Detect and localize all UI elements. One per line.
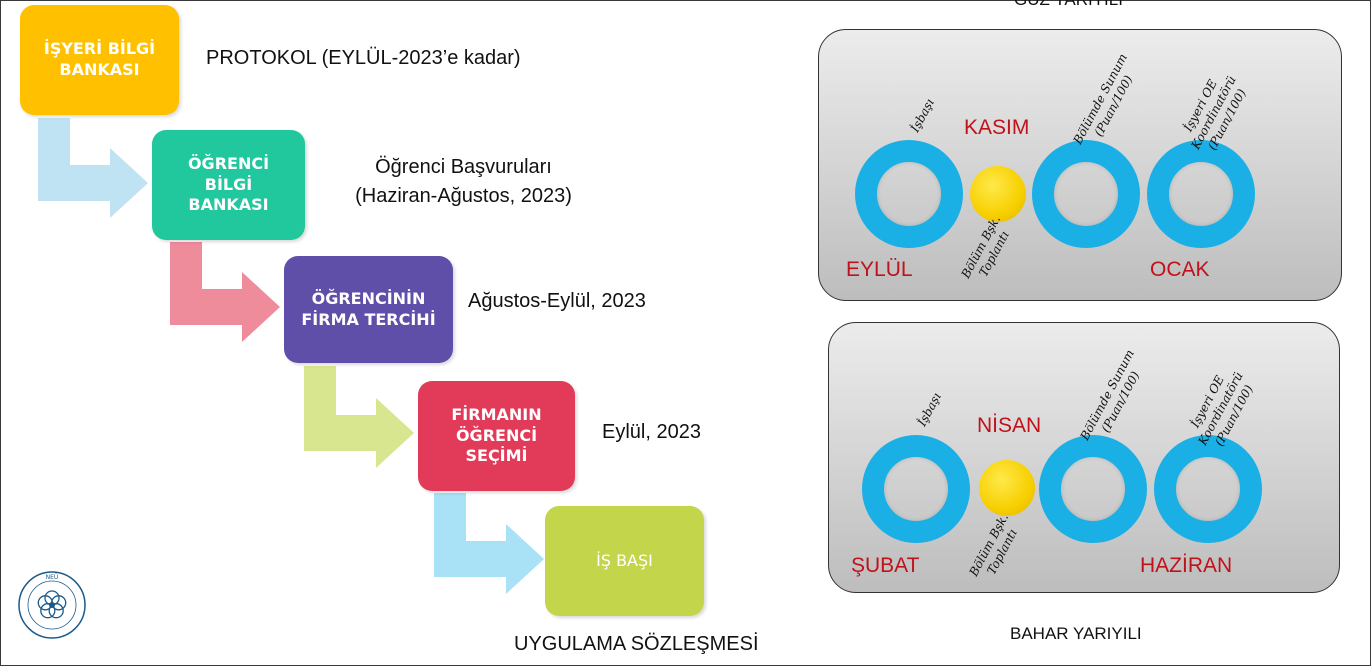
note-protokol: PROTOKOL (EYLÜL-2023’e kadar) — [206, 47, 521, 69]
spring-presentation-ring — [1039, 435, 1147, 543]
spring-month-subat: ŞUBAT — [851, 554, 920, 577]
fall-title: GÜZ YARIYILI — [1014, 0, 1123, 10]
faculty-logo: NEÜ — [18, 571, 86, 639]
flow-arrows — [38, 118, 544, 594]
svg-text:NEÜ: NEÜ — [46, 574, 59, 581]
fall-month-kasim: KASIM — [964, 116, 1030, 139]
spring-coordinator-ring — [1154, 435, 1262, 543]
fall-presentation-ring — [1032, 140, 1140, 248]
fall-coordinator-ring — [1147, 140, 1255, 248]
spring-isbasi-ring — [862, 435, 970, 543]
note-eylul: Eylül, 2023 — [602, 421, 701, 443]
flow-arrow-4 — [434, 493, 544, 594]
note-uygulama-sozlesmesi: UYGULAMA SÖZLEŞMESİ — [514, 633, 759, 655]
flow-arrow-1 — [38, 118, 148, 218]
step-firmanin-ogrenci-secimi: FİRMANIN ÖĞRENCİ SEÇİMİ — [418, 381, 575, 491]
flow-arrow-2 — [170, 242, 280, 342]
note-agustos-eylul: Ağustos-Eylül, 2023 — [468, 290, 646, 312]
note-ogrenci-basvurulari: Öğrenci Başvuruları (Haziran-Ağustos, 20… — [355, 156, 572, 207]
step-is-basi: İŞ BAŞI — [545, 506, 704, 616]
step-isyeri-bilgi-bankasi: İŞYERİ BİLGİ BANKASI — [20, 5, 179, 115]
fall-meeting-dot — [970, 166, 1026, 222]
fall-month-ocak: OCAK — [1150, 258, 1210, 281]
flow-arrow-3 — [304, 366, 414, 468]
fall-isbasi-ring — [855, 140, 963, 248]
spring-title: BAHAR YARIYILI — [1010, 624, 1142, 643]
spring-month-haziran: HAZİRAN — [1140, 554, 1233, 577]
step-ogrencinin-firma-tercihi: ÖĞRENCİNİN FİRMA TERCİHİ — [284, 256, 453, 363]
spring-month-nisan: NİSAN — [977, 414, 1042, 437]
fall-month-eylul: EYLÜL — [846, 258, 913, 281]
step-ogrenci-bilgi-bankasi: ÖĞRENCİ BİLGİ BANKASI — [152, 130, 305, 240]
spring-meeting-dot — [979, 460, 1035, 516]
